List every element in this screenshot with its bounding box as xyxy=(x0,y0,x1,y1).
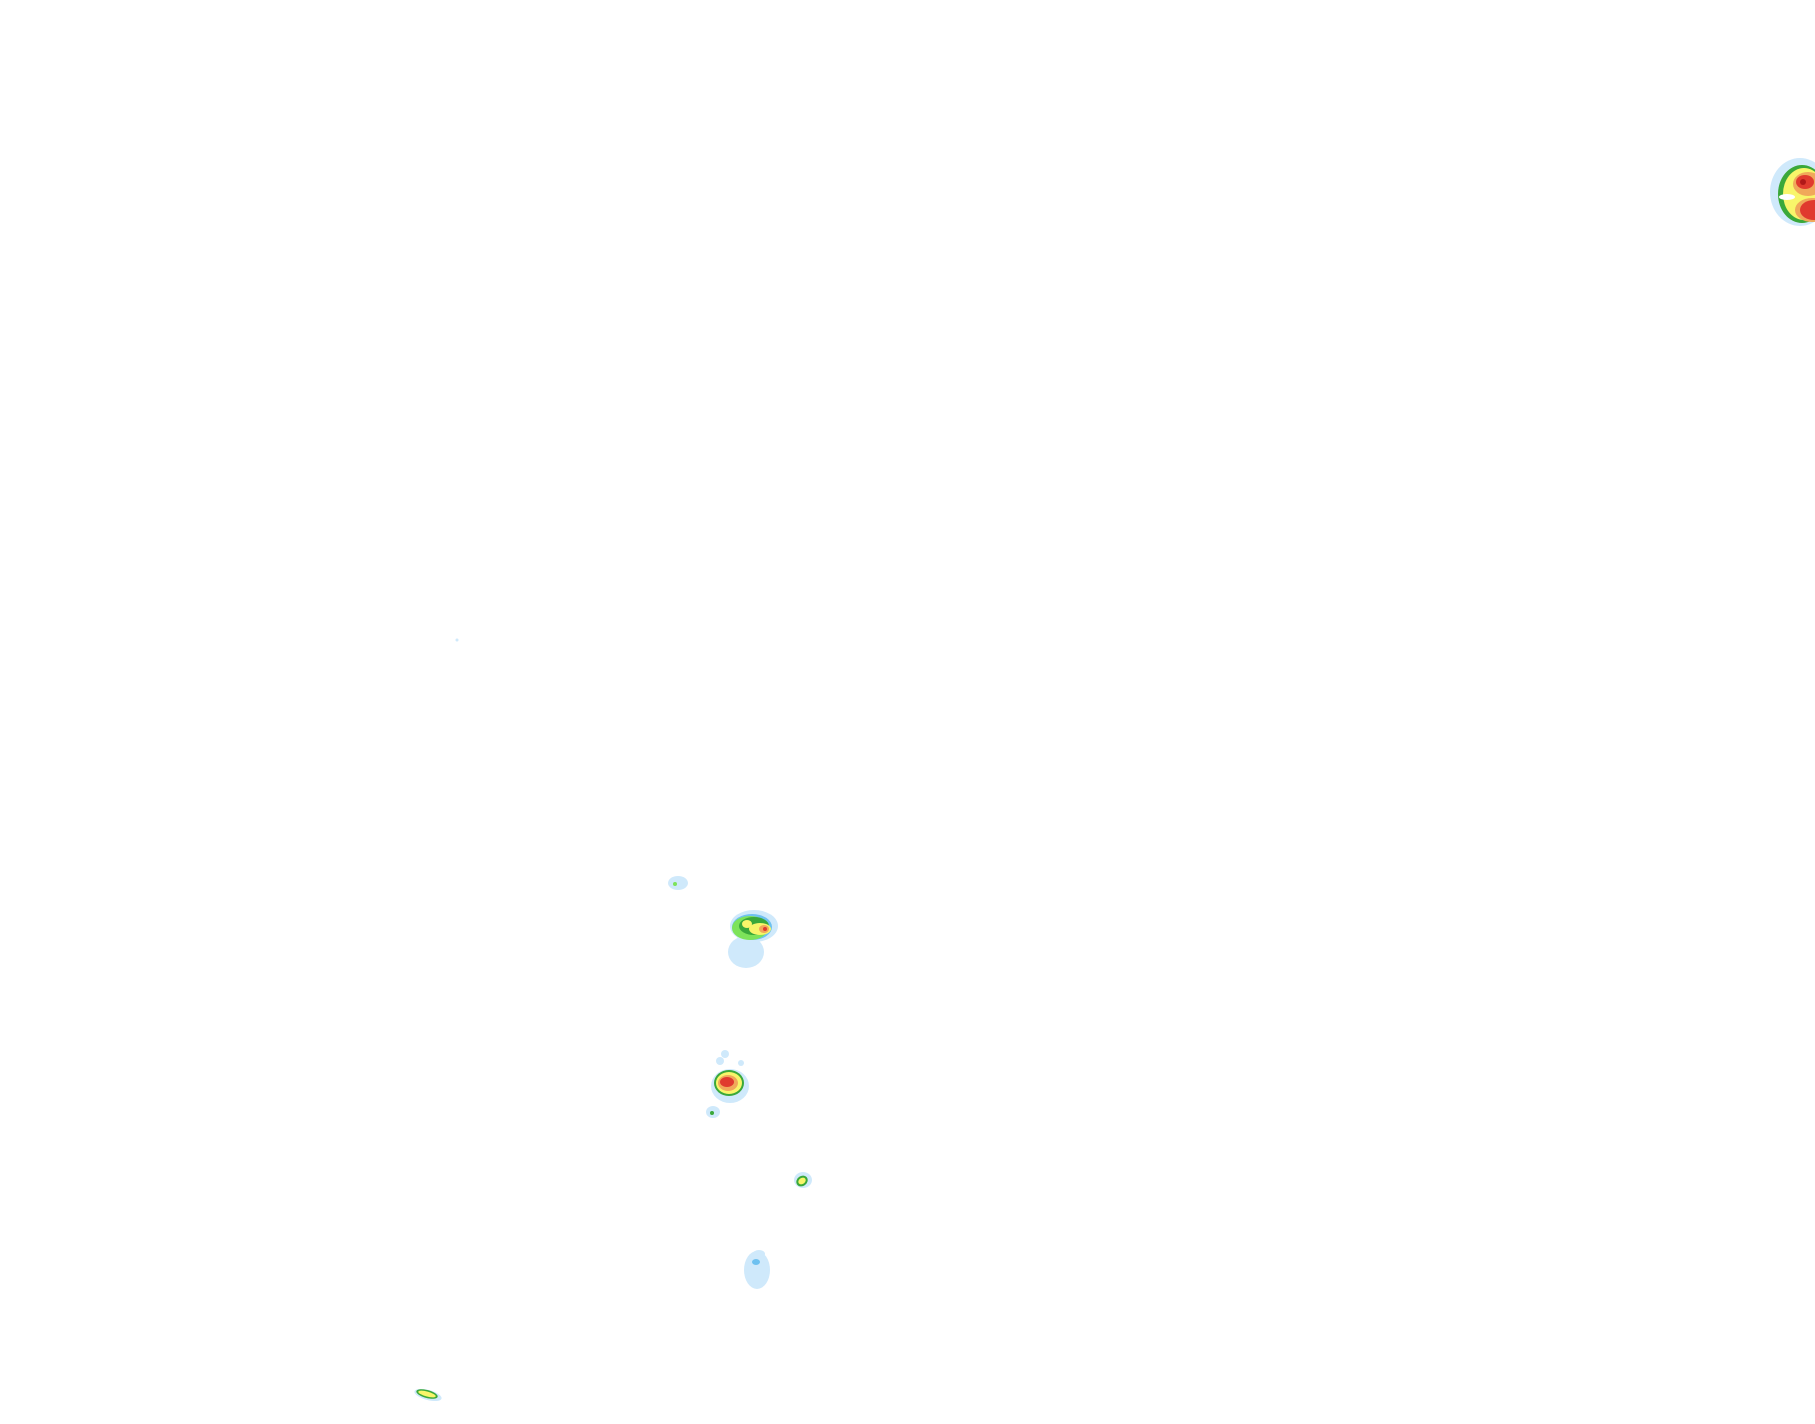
precipitation-contour xyxy=(752,1259,760,1265)
storm-cell-small-1 xyxy=(668,876,688,890)
storm-cell-southwest xyxy=(414,1388,442,1402)
rain-speck xyxy=(455,638,459,642)
storm-cell-small-2 xyxy=(794,1172,812,1188)
precipitation-contour xyxy=(710,1111,714,1115)
storm-cell-northeast xyxy=(1770,158,1815,226)
precipitation-contour xyxy=(418,1390,436,1398)
precipitation-contour xyxy=(668,876,688,890)
precipitation-contour xyxy=(1800,200,1815,220)
rain-area-south xyxy=(744,1250,770,1289)
precipitation-contour xyxy=(721,1050,729,1058)
precipitation-contour xyxy=(1800,179,1806,185)
storm-cell-south-central xyxy=(706,1050,749,1118)
precipitation-contour xyxy=(744,1251,770,1289)
precipitation-contour xyxy=(1779,194,1795,200)
precipitation-contour xyxy=(763,927,767,931)
precipitation-contour xyxy=(728,936,764,968)
precipitation-contour xyxy=(673,882,677,886)
precipitation-contour xyxy=(716,1057,724,1065)
precipitation-contour xyxy=(798,1177,806,1185)
precipitation-contour xyxy=(738,1060,744,1066)
precipitation-contour xyxy=(742,920,752,928)
precipitation-contour xyxy=(753,1250,765,1258)
precipitation-contour xyxy=(720,1077,734,1087)
storm-cell-central xyxy=(728,910,778,968)
